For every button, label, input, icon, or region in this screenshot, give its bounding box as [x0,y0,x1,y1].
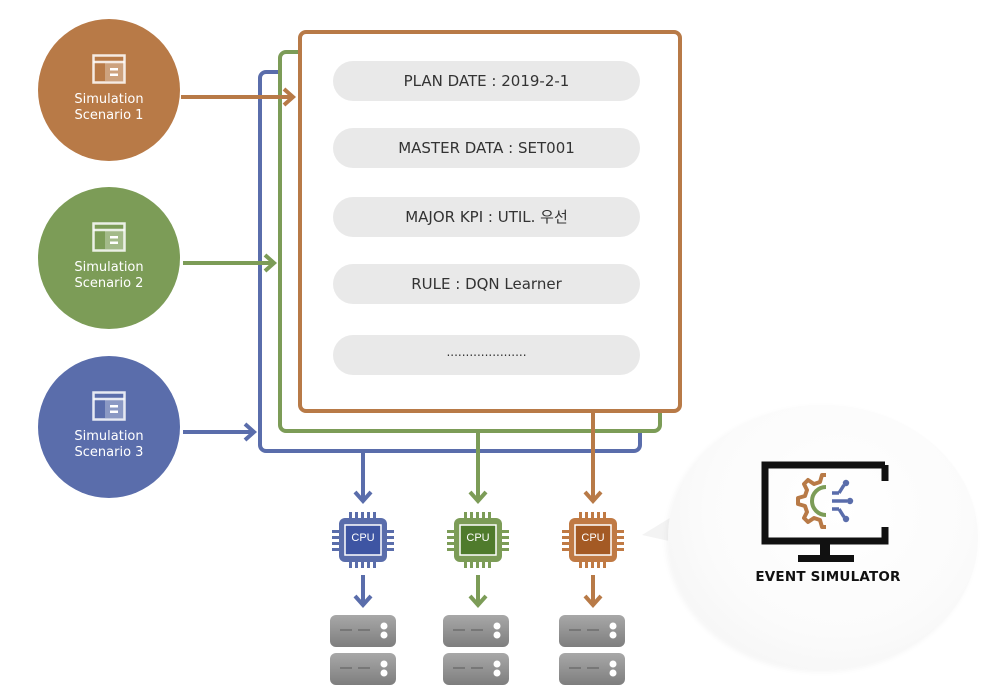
rule-field: RULE : DQN Learner [333,264,640,304]
cpu-orange [562,512,624,568]
scenario-1-label-line2: Scenario 1 [74,108,144,123]
window-icon [92,222,126,252]
scenario-2-label-line2: Scenario 2 [74,276,144,291]
server-icon [330,653,396,685]
scenario-3-label-line2: Scenario 3 [74,445,144,460]
cpu-blue-label: CPU [351,532,375,544]
blue-server-arrow [353,575,373,609]
scenario-3-arrow [183,422,258,442]
cpu-blue [332,512,394,568]
green-server-arrow [468,575,488,609]
scenario-1: Simulation Scenario 1 [38,19,180,161]
scenario-2-arrow [183,253,278,273]
scenario-3: Simulation Scenario 3 [38,356,180,498]
blue-cpu-arrow [353,449,373,505]
server-icon [330,615,396,647]
server-icon [559,653,625,685]
major-kpi-field: MAJOR KPI : UTIL. 우선 [333,197,640,237]
plan-date-field: PLAN DATE : 2019-2-1 [333,61,640,101]
server-icon [443,615,509,647]
event-simulator-label: EVENT SIMULATOR [755,569,901,585]
green-cpu-arrow [468,429,488,505]
server-icon [559,615,625,647]
cpu-green [447,512,509,568]
scenario-2: Simulation Scenario 2 [38,187,180,329]
master-data-field: MASTER DATA : SET001 [333,128,640,168]
monitor-gear-icon [761,461,889,562]
window-icon [92,54,126,84]
orange-cpu-arrow [583,409,603,505]
server-icon [443,653,509,685]
window-icon [92,391,126,421]
scenario-3-label-line1: Simulation [74,429,144,444]
more-field: ..................... [333,335,640,375]
orange-server-arrow [583,575,603,609]
scenario-1-label-line1: Simulation [74,92,144,107]
cpu-green-label: CPU [466,532,490,544]
scenario-1-arrow [181,87,297,107]
scenario-2-label-line1: Simulation [74,260,144,275]
cpu-orange-label: CPU [581,532,605,544]
